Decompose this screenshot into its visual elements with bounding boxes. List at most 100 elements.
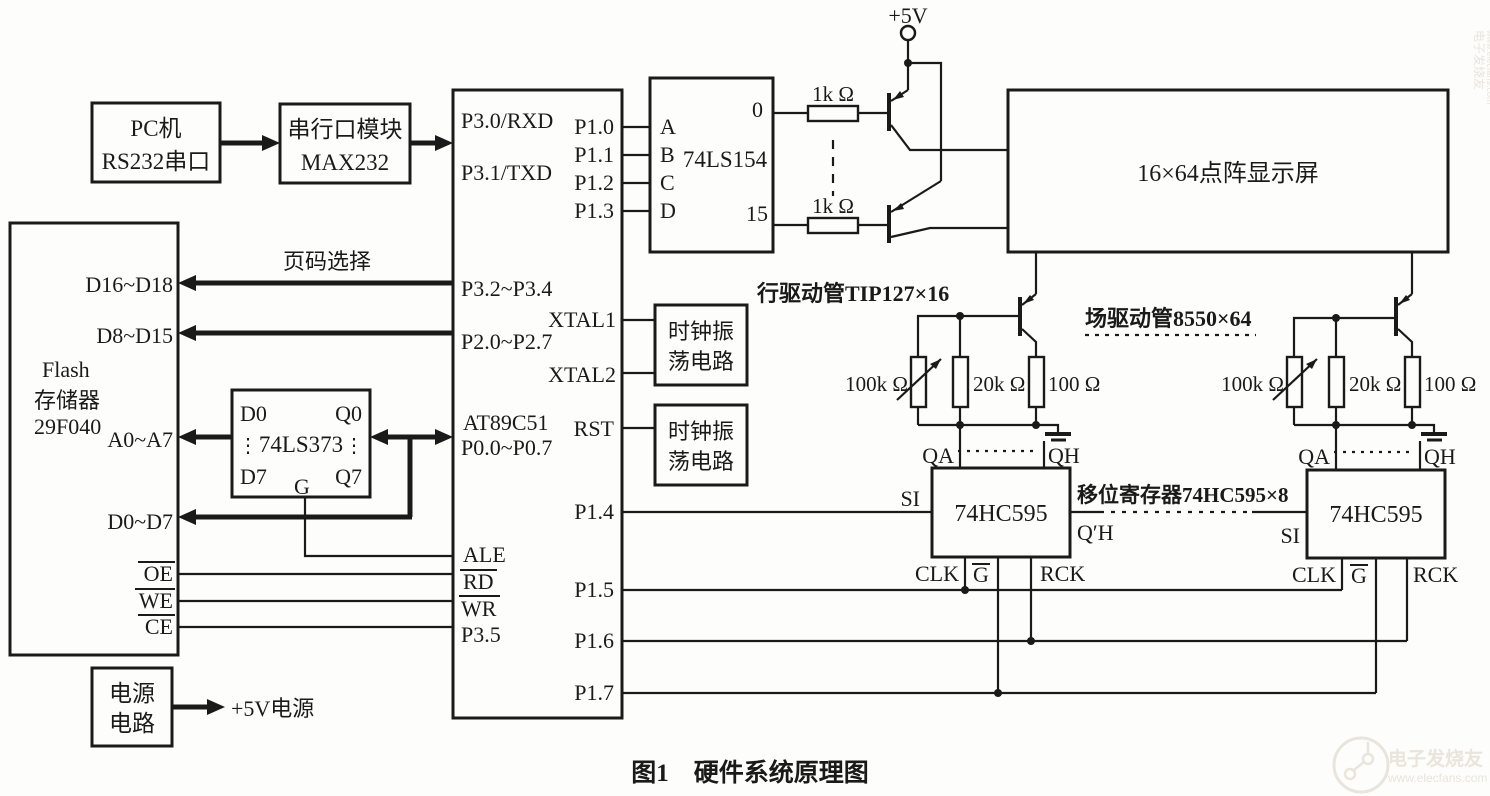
sr-left-pin-g: G (973, 562, 989, 587)
flash-pin-we: WE (139, 588, 173, 613)
sr-right-pin-g: G (1351, 563, 1367, 588)
resistor-20k-right (1327, 355, 1346, 409)
flash-pin-d0-d7: D0~D7 (107, 509, 173, 534)
flash-box (8, 221, 180, 657)
ls373-pin-d7: D7 (240, 464, 267, 489)
mcu-pin-p15: P1.5 (574, 577, 614, 602)
mcu-block: P3.0/RXD P3.1/TXD P3.2~P3.4 P2.0~P2.7 AT… (451, 88, 624, 720)
row-driver-1: 1k Ω (773, 82, 1008, 152)
power-block: 电源 电路 +5V电源 (90, 666, 314, 748)
ls154-out-15: 15 (746, 201, 768, 226)
figure-caption: 图1 硬件系统原理图 (631, 758, 869, 787)
ls154-out-0: 0 (752, 97, 763, 122)
clock-block-2: 时钟振 荡电路 (622, 403, 749, 487)
mcu-pin-p13: P1.3 (574, 198, 614, 223)
ls154-pin-d: D (660, 198, 676, 223)
display-label: 16×64点阵显示屏 (1137, 160, 1319, 187)
row-driver-label: 行驱动管TIP127×16 (756, 281, 949, 306)
sr-left-pin-rck: RCK (1040, 561, 1085, 586)
clock1-label-1: 时钟振 (668, 319, 734, 344)
resistor-100k-right (1285, 355, 1304, 409)
mcu-pin-p11: P1.1 (574, 142, 614, 167)
pc-box (90, 101, 222, 184)
flash-pin-d16-d18: D16~D18 (85, 272, 173, 297)
power-out-label: +5V电源 (231, 696, 314, 721)
qprime-h-label: Q′H (1077, 520, 1114, 545)
ls373-dots-right: ⋮ (344, 435, 364, 457)
resistor-20k-left-label: 20k Ω (973, 372, 1025, 396)
elecfans-logo-icon (1332, 736, 1390, 794)
mcu-pin-p20: P2.0~P2.7 (461, 329, 552, 354)
sr-right-pin-qh: QH (1424, 444, 1456, 469)
resistor-1k-top (806, 104, 860, 123)
ls373-box (230, 388, 372, 499)
resistor-100-right (1403, 355, 1422, 409)
ls373-pin-q7: Q7 (335, 464, 362, 489)
mcu-box (451, 88, 624, 720)
resistor-100k-right-label: 100k Ω (1221, 372, 1284, 396)
shift-register-left: 74HC595 SI CLK G RCK (900, 466, 1085, 693)
watermark-site-vertical: www.elecfans.com (1485, 29, 1490, 105)
display-box (1006, 88, 1450, 254)
flash-bus-wires: 页码选择 (178, 249, 453, 525)
sr-right-pin-clk: CLK (1292, 562, 1336, 587)
pc-label-2: RS232串口 (102, 149, 211, 174)
max232-label-2: MAX232 (301, 150, 389, 175)
col-driver-label: 场驱动管8550×64 (1085, 306, 1252, 331)
sr-left-pin-qh: QH (1048, 443, 1080, 468)
control-wires (178, 497, 453, 629)
resistor-100k-left-label: 100k Ω (845, 372, 908, 396)
clock-block-1: 时钟振 荡电路 (622, 303, 749, 387)
flash-title-2: 存储器 (34, 388, 100, 413)
mcu-pin-p00: P0.0~P0.7 (461, 435, 552, 460)
power-label-1: 电源 (109, 681, 155, 706)
max232-box (278, 102, 412, 185)
watermark-brand-vertical: 电子发烧友 (1472, 30, 1487, 90)
ls373-pin-g: G (294, 474, 310, 499)
port-wires: 移位寄存器74HC595×8 Q′H (622, 483, 1407, 697)
shift-register-right: 74HC595 SI CLK G RCK (1280, 468, 1458, 693)
mcu-pin-wr: WR (461, 596, 497, 621)
hc595-left-name: 74HC595 (954, 501, 1047, 527)
flash-pin-oe: OE (144, 561, 173, 586)
clock1-label-2: 荡电路 (668, 349, 734, 374)
mcu-pin-ale: ALE (463, 542, 506, 567)
pc-block: PC机 RS232串口 (90, 101, 222, 184)
resistor-100-right-label: 100 Ω (1424, 372, 1476, 396)
decoder-block: A B C D 74LS154 0 15 (622, 76, 775, 254)
mcu-pin-p12: P1.2 (574, 170, 614, 195)
watermark-site: www.elecfans.com (1387, 771, 1487, 785)
row-driver-16: 1k Ω (773, 180, 1008, 243)
max232-label-1: 串行口模块 (288, 117, 403, 142)
ls373-name: 74LS373 (259, 432, 343, 457)
pc-label-1: PC机 (130, 116, 181, 141)
mcu-pin-rd: RD (463, 569, 494, 594)
resistor-1k-top-label: 1k Ω (812, 82, 854, 106)
clock2-label-2: 荡电路 (668, 449, 734, 474)
watermark: 电子发烧友 www.elecfans.com 电子发烧友 www.elecfan… (1332, 29, 1490, 794)
vcc-label: +5V (888, 3, 927, 28)
ale-wire (303, 497, 453, 558)
flash-title-1: Flash (42, 357, 90, 382)
display-block: 16×64点阵显示屏 (1006, 88, 1450, 254)
resistor-100k-left (909, 355, 928, 409)
mcu-pin-p31: P3.1/TXD (461, 160, 552, 185)
resistor-100-left (1027, 355, 1046, 409)
hc595-right-name: 74HC595 (1329, 502, 1422, 528)
mcu-pin-xtal1: XTAL1 (548, 307, 616, 332)
sr-right-pin-rck: RCK (1413, 562, 1458, 587)
ls373-dots-left: ⋮ (238, 435, 258, 457)
ls154-name: 74LS154 (683, 147, 768, 172)
resistor-20k-left (951, 355, 970, 409)
mcu-name: AT89C51 (463, 410, 549, 435)
mcu-pin-p14: P1.4 (574, 499, 614, 524)
serial-bus-arrows (220, 135, 453, 151)
sr-left-pin-si: SI (900, 486, 920, 511)
vcc-node: +5V (888, 3, 943, 181)
flash-block: Flash 存储器 29F040 D16~D18 D8~D15 A0~A7 D0… (8, 221, 180, 657)
col-driver-left: 100k Ω 20k Ω 100 Ω QA QH (845, 252, 1100, 468)
ls373-pin-d0: D0 (240, 401, 267, 426)
mcu-pin-p10: P1.0 (574, 114, 614, 139)
